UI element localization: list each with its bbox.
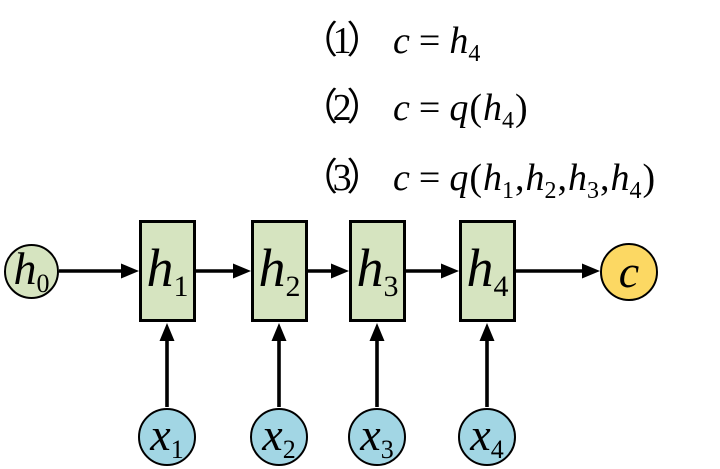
node-h1-label: h1 [147, 241, 189, 302]
node-x2-label: x2 [262, 408, 296, 464]
equals-sign: = [418, 87, 441, 129]
arrow-h4-c-head [582, 263, 600, 279]
node-h3-base: h [356, 237, 384, 298]
node-h4-subscript: 4 [493, 269, 509, 303]
node-x2-base: x [262, 408, 283, 460]
node-h1-base: h [146, 237, 174, 298]
node-h3: h3 [349, 220, 406, 322]
equation-1-subscript: 4 [468, 41, 481, 67]
node-x4: x4 [458, 408, 516, 466]
arrow-x2-h2-head [271, 323, 287, 341]
node-x3-subscript: 3 [380, 434, 394, 464]
node-x1-label: x1 [150, 408, 184, 464]
arrow-h1-h2-head [233, 263, 251, 279]
comma: , [557, 157, 568, 199]
node-h4-label: h4 [467, 241, 509, 302]
node-h2: h2 [251, 220, 308, 322]
equation-2-number: （2） [300, 87, 384, 129]
equation-3-subscript-1: 1 [502, 178, 515, 204]
arrow-x4-h4-head [479, 323, 495, 341]
right-paren: ) [642, 157, 656, 199]
node-c: c [600, 243, 658, 301]
equals-sign: = [418, 157, 441, 199]
node-c-label: c [619, 249, 639, 295]
equation-3-arg-3: h [568, 157, 588, 199]
node-h2-label: h2 [259, 241, 301, 302]
node-h2-base: h [258, 237, 286, 298]
equation-1-lhs: c [393, 20, 410, 62]
node-x3: x3 [348, 408, 406, 466]
arrow-x3-h3-head [369, 323, 385, 341]
equation-2: （2）c=q(h4) [300, 85, 529, 144]
node-h1-subscript: 1 [173, 269, 189, 303]
equation-1-rhs: h [449, 20, 469, 62]
node-h4-base: h [466, 237, 494, 298]
right-paren: ) [515, 87, 528, 129]
equation-3-subscript-2: 2 [544, 178, 557, 204]
node-x4-base: x [470, 408, 491, 460]
equation-3-arg-2: h [525, 157, 545, 199]
equation-3-subscript-4: 4 [629, 178, 642, 204]
node-x1-subscript: 1 [170, 434, 184, 464]
arrow-h0-h1-head [121, 263, 139, 279]
equation-2-subscript: 4 [502, 108, 515, 134]
equation-3: （3）c=q(h1,h2,h3,h4) [300, 155, 656, 214]
equation-3-lhs: c [393, 157, 410, 199]
node-x2: x2 [250, 408, 308, 466]
node-c-base: c [618, 246, 640, 297]
node-x3-label: x3 [360, 408, 394, 464]
node-h1: h1 [139, 220, 196, 322]
equation-1: （1）c=h4 [300, 18, 480, 77]
equation-1-number: （1） [300, 20, 384, 62]
node-h0-subscript: 0 [36, 269, 50, 298]
node-x1: x1 [138, 408, 196, 466]
node-h3-label: h3 [357, 241, 399, 302]
node-x3-base: x [360, 408, 381, 460]
node-x4-subscript: 4 [490, 434, 504, 464]
node-h2-subscript: 2 [285, 269, 301, 303]
left-paren: ( [469, 87, 483, 129]
equation-2-function: q [449, 87, 469, 129]
left-paren: ( [469, 157, 483, 199]
equals-sign: = [418, 20, 441, 62]
node-h3-subscript: 3 [383, 269, 399, 303]
equation-3-arg-4: h [610, 157, 630, 199]
comma: , [600, 157, 610, 199]
arrow-h2-h3-head [331, 263, 349, 279]
equation-3-number: （3） [300, 157, 384, 199]
node-x2-subscript: 2 [282, 434, 296, 464]
node-h0: h0 [4, 244, 59, 299]
node-h4: h4 [459, 220, 516, 322]
equation-3-subscript-3: 3 [587, 178, 600, 204]
arrow-x1-h1-head [159, 323, 175, 341]
node-x1-base: x [150, 408, 171, 460]
node-x4-label: x4 [470, 408, 504, 464]
node-h0-label: h0 [14, 246, 50, 297]
arrow-h3-h4-head [441, 263, 459, 279]
equation-2-lhs: c [393, 87, 410, 129]
node-h0-base: h [13, 243, 37, 294]
equation-3-function: q [449, 157, 469, 199]
equation-2-arg: h [483, 87, 503, 129]
comma: , [515, 157, 525, 199]
equation-3-arg-1: h [483, 157, 503, 199]
